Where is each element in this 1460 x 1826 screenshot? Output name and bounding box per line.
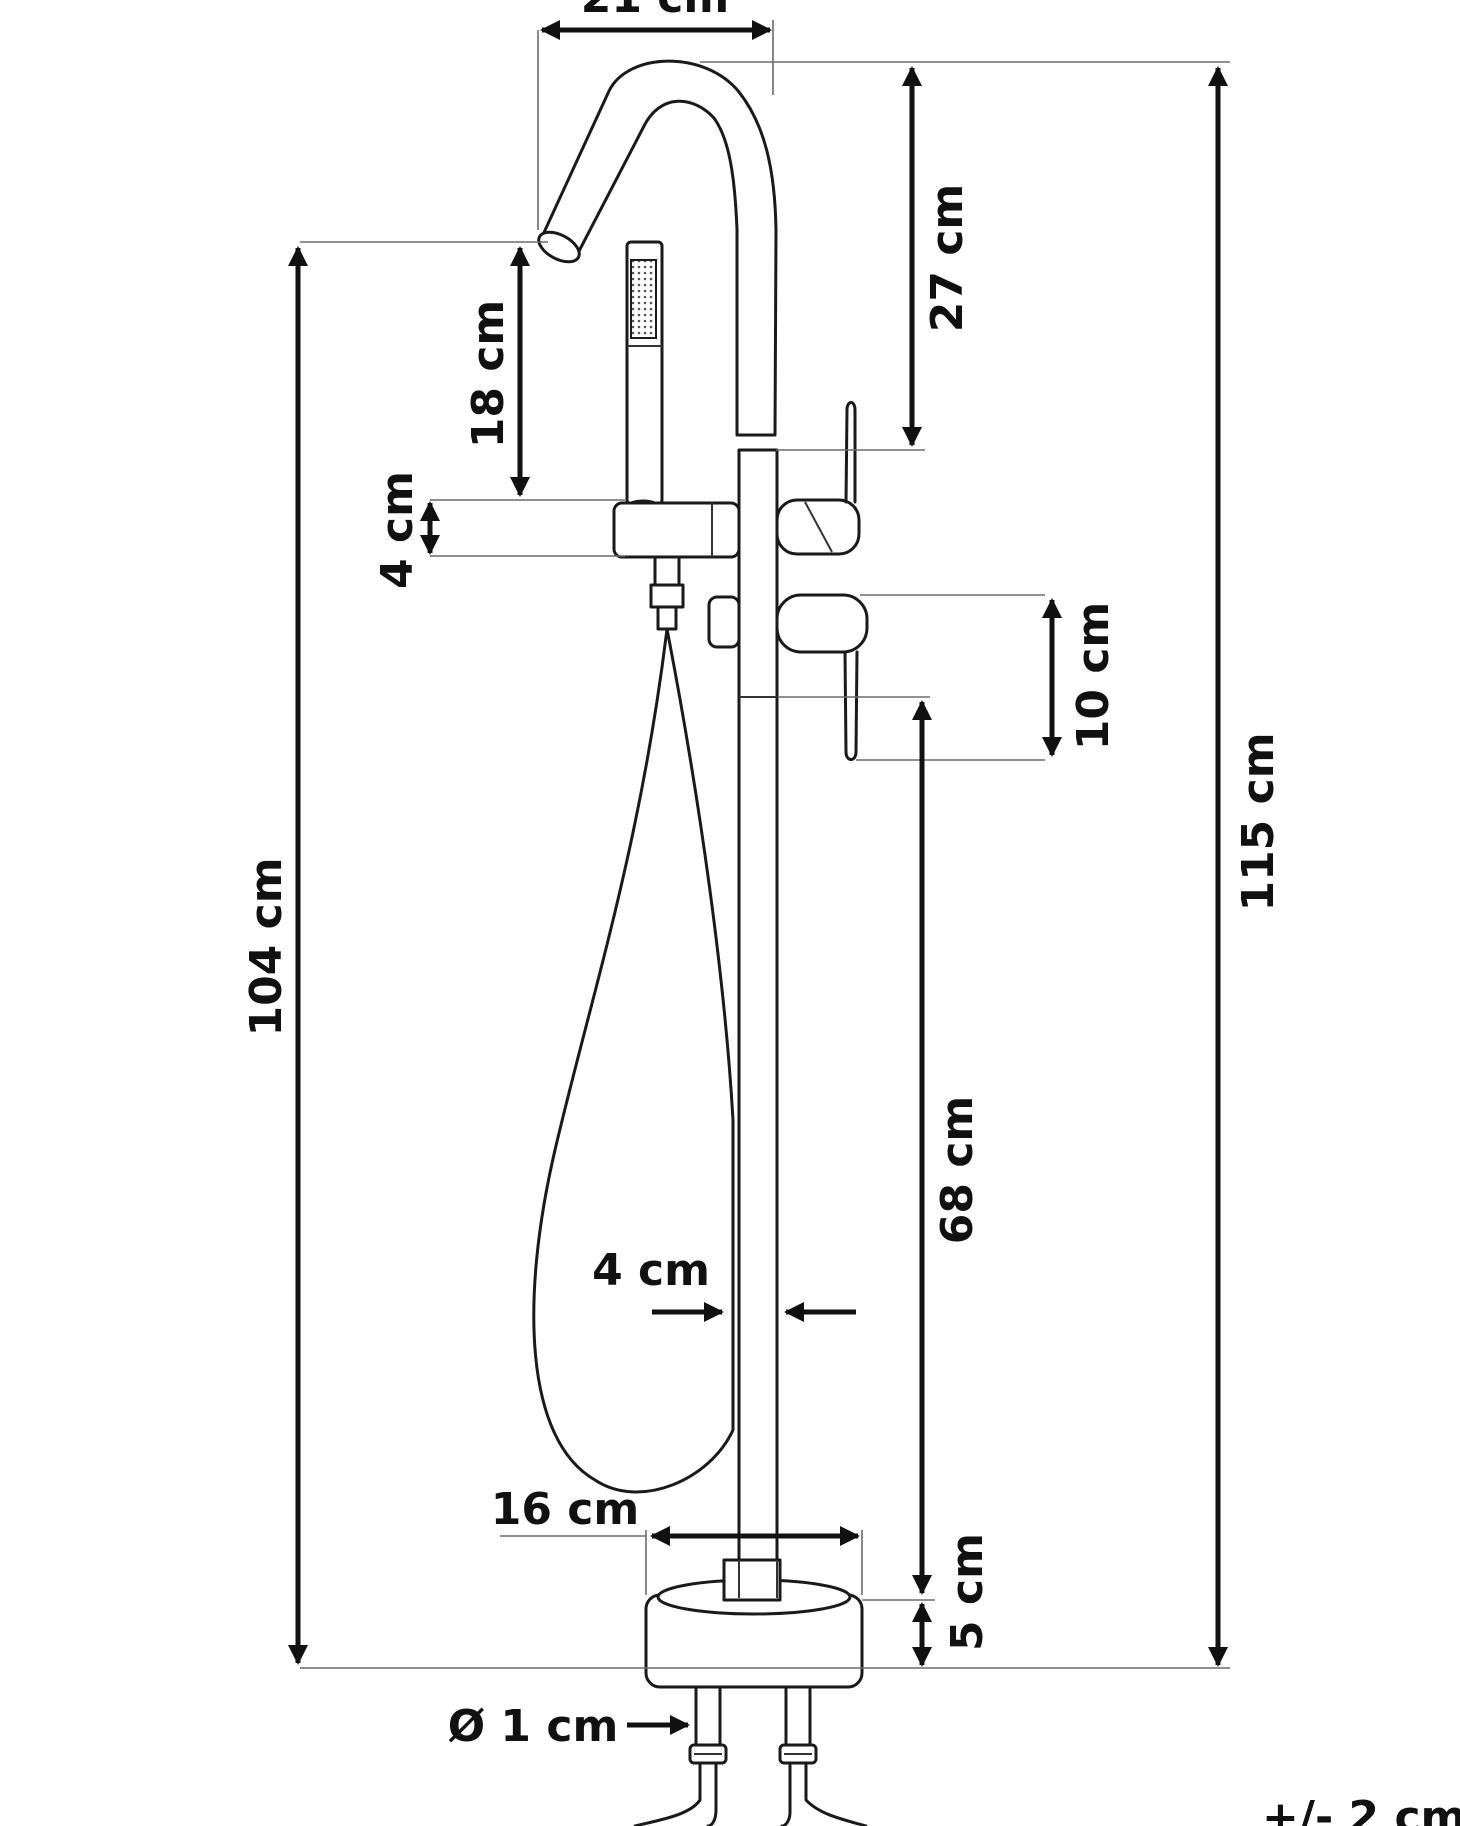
- shower-holder-body: [612, 501, 741, 559]
- spout-outline: [539, 59, 778, 437]
- upper-lever: [775, 401, 861, 556]
- faucet-drawing: [532, 59, 869, 1826]
- dimension-lines: [288, 20, 1230, 1735]
- label-column-height: 68 cm: [932, 1096, 983, 1244]
- spout-outlet-tip: [537, 230, 581, 264]
- label-total-height: 115 cm: [1233, 732, 1284, 911]
- label-body-height: 4 cm: [372, 471, 423, 589]
- shower-head-face: [630, 259, 657, 339]
- label-tolerance: +/- 2 cm: [1262, 1792, 1460, 1826]
- label-lever-length: 10 cm: [1068, 602, 1119, 750]
- dimension-labels: 21 cm 27 cm 18 cm 4 cm 10 cm 115 cm 104 …: [241, 0, 1460, 1826]
- label-spout-reach: 21 cm: [581, 0, 729, 23]
- label-pipe-diameter: 4 cm: [592, 1245, 710, 1296]
- label-base-diameter: 16 cm: [491, 1484, 639, 1535]
- label-outlet-height: 104 cm: [241, 857, 292, 1036]
- hose-connector: [649, 555, 685, 631]
- floor-base: [644, 1558, 864, 1689]
- mixer-body-lower: [707, 593, 869, 761]
- label-outlet-to-holder: 18 cm: [463, 300, 514, 448]
- label-hose-diameter: Ø 1 cm: [448, 1701, 619, 1752]
- supply-pipes: [633, 1685, 868, 1826]
- shower-hose: [532, 627, 735, 1494]
- label-base-height: 5 cm: [942, 1533, 993, 1651]
- hand-shower: [623, 240, 664, 519]
- label-spout-height: 27 cm: [922, 184, 973, 332]
- main-column: [737, 448, 779, 1602]
